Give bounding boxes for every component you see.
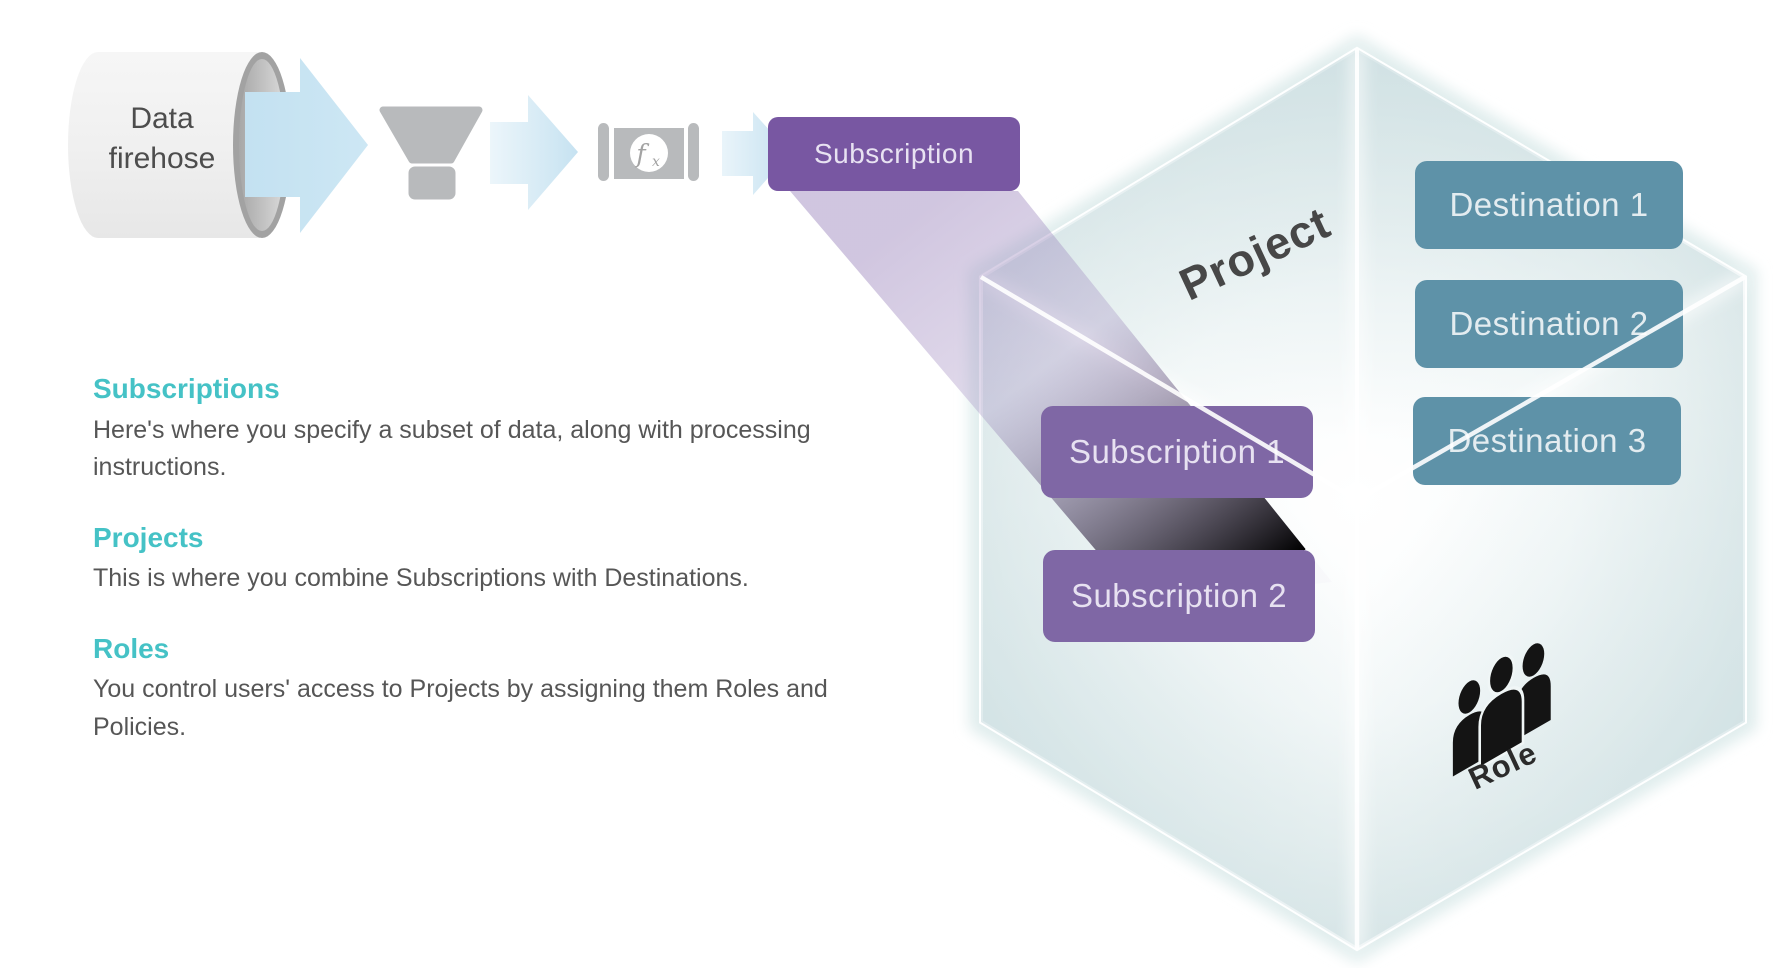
section-roles: Roles You control users' access to Proje… — [93, 632, 873, 747]
info-column: Subscriptions Here's where you specify a… — [93, 372, 873, 780]
fx-symbol-f: f — [634, 139, 649, 168]
roles-heading: Roles — [93, 632, 170, 664]
subscriptions-body: Here's where you specify a subset of dat… — [93, 415, 811, 482]
section-projects: Projects This is where you combine Subsc… — [93, 521, 873, 598]
projects-body: This is where you combine Subscriptions … — [93, 564, 749, 593]
destination-card-3: Destination 3 — [1413, 397, 1681, 485]
data-firehose-line1: Data — [130, 102, 194, 135]
roles-body: You control users' access to Projects by… — [93, 675, 828, 741]
subscription-card-2: Subscription 2 — [1043, 550, 1315, 642]
subscription-pipeline-box: Subscription — [768, 117, 1020, 191]
projects-heading: Projects — [93, 521, 204, 553]
destination-card-2: Destination 2 — [1415, 280, 1683, 368]
filter-funnel-icon — [379, 106, 483, 200]
fx-symbol-x: x — [652, 154, 660, 170]
role-users-icon — [1452, 643, 1551, 777]
flow-arrow-1-icon — [245, 58, 368, 233]
subscriptions-heading: Subscriptions — [93, 373, 280, 404]
destination-card-1: Destination 1 — [1415, 161, 1683, 249]
data-firehose-label: Data firehose — [72, 99, 252, 178]
section-subscriptions: Subscriptions Here's where you specify a… — [93, 372, 873, 487]
data-firehose-line2: firehose — [108, 141, 216, 175]
fx-function-pipe-icon: f x — [598, 123, 699, 181]
flow-arrow-2-icon — [490, 95, 578, 210]
subscription-card-1: Subscription 1 — [1041, 406, 1313, 498]
